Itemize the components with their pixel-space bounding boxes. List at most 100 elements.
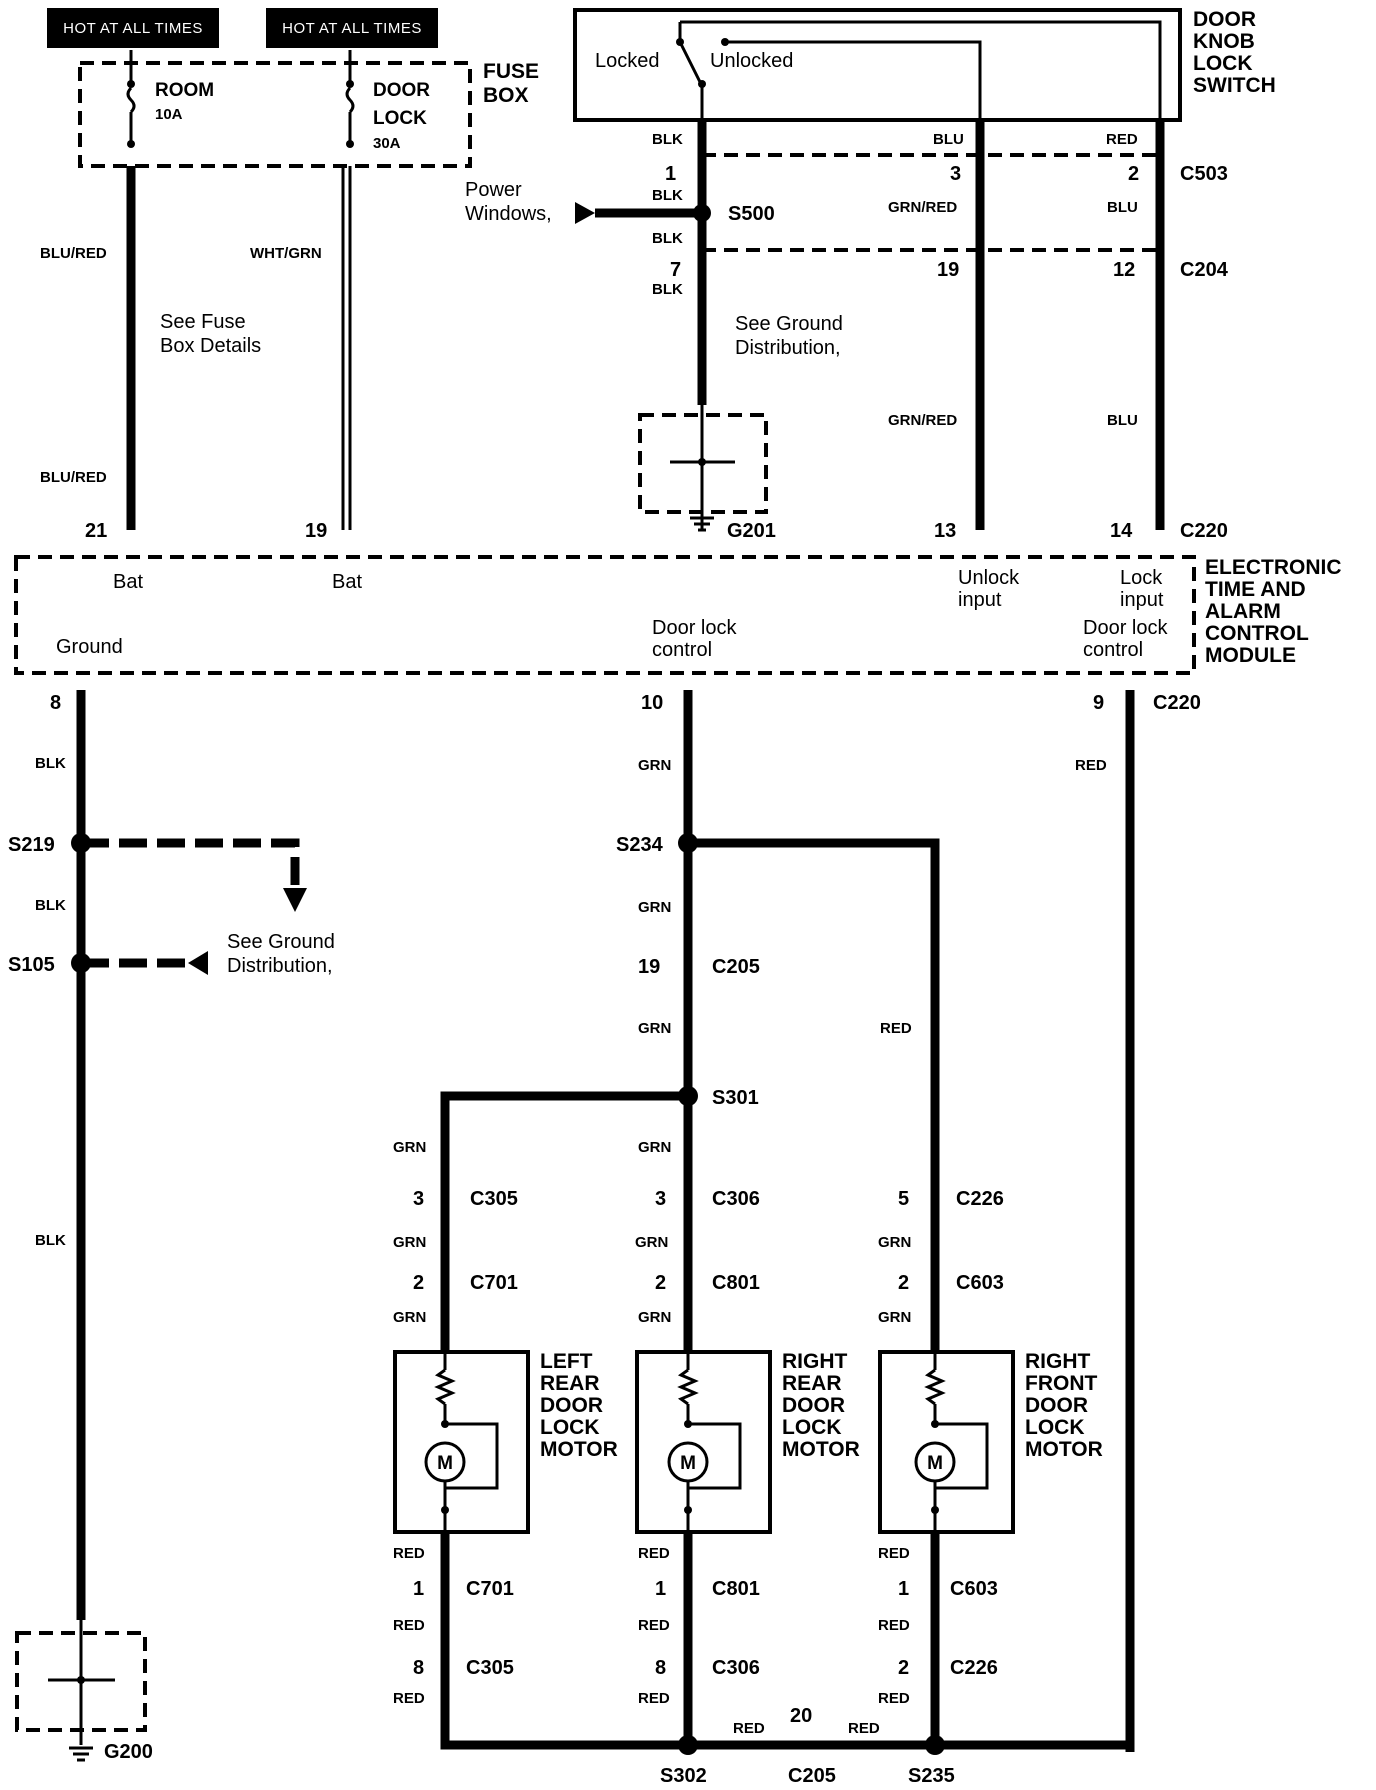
pin-2: 2 <box>1128 163 1139 185</box>
left-rear-title-1: LEFT <box>540 1350 593 1373</box>
pin-1a: 1 <box>413 1578 424 1600</box>
wire-label-red-rt2: RED <box>878 1617 910 1634</box>
wire-label-blk-sw: BLK <box>652 131 683 148</box>
fuse-box-outline <box>78 61 472 168</box>
fuse-door-lock-name-2: LOCK <box>373 108 427 129</box>
control-module-box <box>14 555 1196 675</box>
ground-g201-label: G201 <box>727 520 776 542</box>
pin-21: 21 <box>85 520 107 542</box>
splice-s302-label: S302 <box>660 1765 707 1787</box>
module-title-4: CONTROL <box>1205 622 1309 645</box>
power-windows-note-1: Power <box>465 179 522 201</box>
splice-s301-label: S301 <box>712 1087 759 1109</box>
connector-c701-top: C701 <box>470 1272 518 1294</box>
wire-label-grn-m3: GRN <box>638 1020 671 1037</box>
wire-label-grn-r1: GRN <box>878 1234 911 1251</box>
wire-label-blu-a: BLU <box>1107 199 1138 216</box>
fuse-room-icon <box>126 86 136 114</box>
module-title-2: TIME AND <box>1205 578 1306 601</box>
fuse-box-title-2: BOX <box>483 84 529 107</box>
right-rear-title-3: DOOR <box>782 1394 845 1417</box>
left-rear-title-2: REAR <box>540 1372 600 1395</box>
hot-at-all-times-badge-1 <box>47 8 219 48</box>
module-door-lock-control-2b: control <box>1083 639 1143 661</box>
hot-label-2: HOT AT ALL TIMES <box>282 20 422 37</box>
pin-1b: 1 <box>655 1578 666 1600</box>
module-unlock-input-2: input <box>958 589 1002 611</box>
switch-internal-unlock <box>725 40 982 120</box>
wire-label-red-r: RED <box>1075 757 1107 774</box>
splice-s500-label: S500 <box>728 203 775 225</box>
wire-label-blu-sw: BLU <box>933 131 964 148</box>
switch-title-4: SWITCH <box>1193 74 1276 97</box>
wire-label-grn-l2: GRN <box>393 1234 426 1251</box>
connector-c603-bottom: C603 <box>950 1578 998 1600</box>
ground-dist-note-1a: See Ground <box>735 313 843 335</box>
wire-label-grn-red-b: GRN/RED <box>888 412 957 429</box>
wire-label-blk-g3: BLK <box>35 1232 66 1249</box>
splice-s235 <box>925 1735 945 1755</box>
pin-9: 9 <box>1093 692 1104 714</box>
wire-label-grn-l3: GRN <box>393 1309 426 1326</box>
wire-label-red-rt3: RED <box>878 1690 910 1707</box>
pin-20: 20 <box>790 1705 812 1727</box>
module-title-3: ALARM <box>1205 600 1281 623</box>
pin-3: 3 <box>950 163 961 185</box>
wire-label-red-c1: RED <box>638 1545 670 1562</box>
splice-s105-label: S105 <box>8 954 55 976</box>
pin-1: 1 <box>665 163 676 185</box>
wire-label-grn-r2: GRN <box>878 1309 911 1326</box>
module-bat-1: Bat <box>113 571 143 593</box>
pin-2a: 2 <box>413 1272 424 1294</box>
left-rear-motor-internals <box>424 1352 499 1532</box>
pin-19b: 19 <box>937 259 959 281</box>
splice-s234-label: S234 <box>616 834 664 856</box>
fuse-room-name: ROOM <box>155 80 214 101</box>
wire-label-red-l2: RED <box>393 1617 425 1634</box>
wire-label-blk-c: BLK <box>652 281 683 298</box>
splice-s302 <box>678 1735 698 1755</box>
module-door-lock-control-1b: control <box>652 639 712 661</box>
motor-symbol-right: M <box>927 1453 943 1474</box>
left-rear-door-lock-motor-box <box>393 1350 530 1534</box>
ground-dist-note-2b: Distribution, <box>227 955 333 977</box>
fuse-box-title-1: FUSE <box>483 60 539 83</box>
wire-label-grn-c3: GRN <box>638 1309 671 1326</box>
pin-8: 8 <box>50 692 61 714</box>
motor-symbol-left: M <box>437 1453 453 1474</box>
pin-1c: 1 <box>898 1578 909 1600</box>
right-rear-title-4: LOCK <box>782 1416 842 1439</box>
module-door-lock-control-2a: Door lock <box>1083 617 1168 639</box>
connector-c226-bottom: C226 <box>950 1657 998 1679</box>
wire-label-red-l1: RED <box>393 1545 425 1562</box>
connector-c305-bottom: C305 <box>466 1657 514 1679</box>
wire-label-grn-c1: GRN <box>638 1139 671 1156</box>
left-rear-title-3: DOOR <box>540 1394 603 1417</box>
switch-title-3: LOCK <box>1193 52 1253 75</box>
hot-label-1: HOT AT ALL TIMES <box>63 20 203 37</box>
pin-2b: 2 <box>655 1272 666 1294</box>
switch-title-1: DOOR <box>1193 8 1256 31</box>
connector-c306-top: C306 <box>712 1188 760 1210</box>
right-front-title-2: FRONT <box>1025 1372 1097 1395</box>
fuse-details-note-1: See Fuse <box>160 311 246 333</box>
switch-unlocked-label: Unlocked <box>710 50 793 72</box>
wire-label-red-bot1: RED <box>733 1720 765 1737</box>
module-door-lock-control-1a: Door lock <box>652 617 737 639</box>
pin-2d: 2 <box>898 1657 909 1679</box>
right-rear-title-1: RIGHT <box>782 1350 848 1373</box>
ground-dist-arrow-2 <box>188 951 208 975</box>
module-unlock-input-1: Unlock <box>958 567 1020 589</box>
wire-label-red-c2: RED <box>638 1617 670 1634</box>
wire-label-grn-m2: GRN <box>638 899 671 916</box>
connector-c305-top: C305 <box>470 1188 518 1210</box>
left-rear-title-5: MOTOR <box>540 1438 618 1461</box>
connector-c220-bottom: C220 <box>1153 692 1201 714</box>
door-knob-lock-switch-box <box>573 8 1182 122</box>
connector-c603-top: C603 <box>956 1272 1004 1294</box>
pin-19: 19 <box>305 520 327 542</box>
right-front-motor-internals <box>914 1352 989 1532</box>
wire-label-blu-b: BLU <box>1107 412 1138 429</box>
connector-c205-top: C205 <box>712 956 760 978</box>
